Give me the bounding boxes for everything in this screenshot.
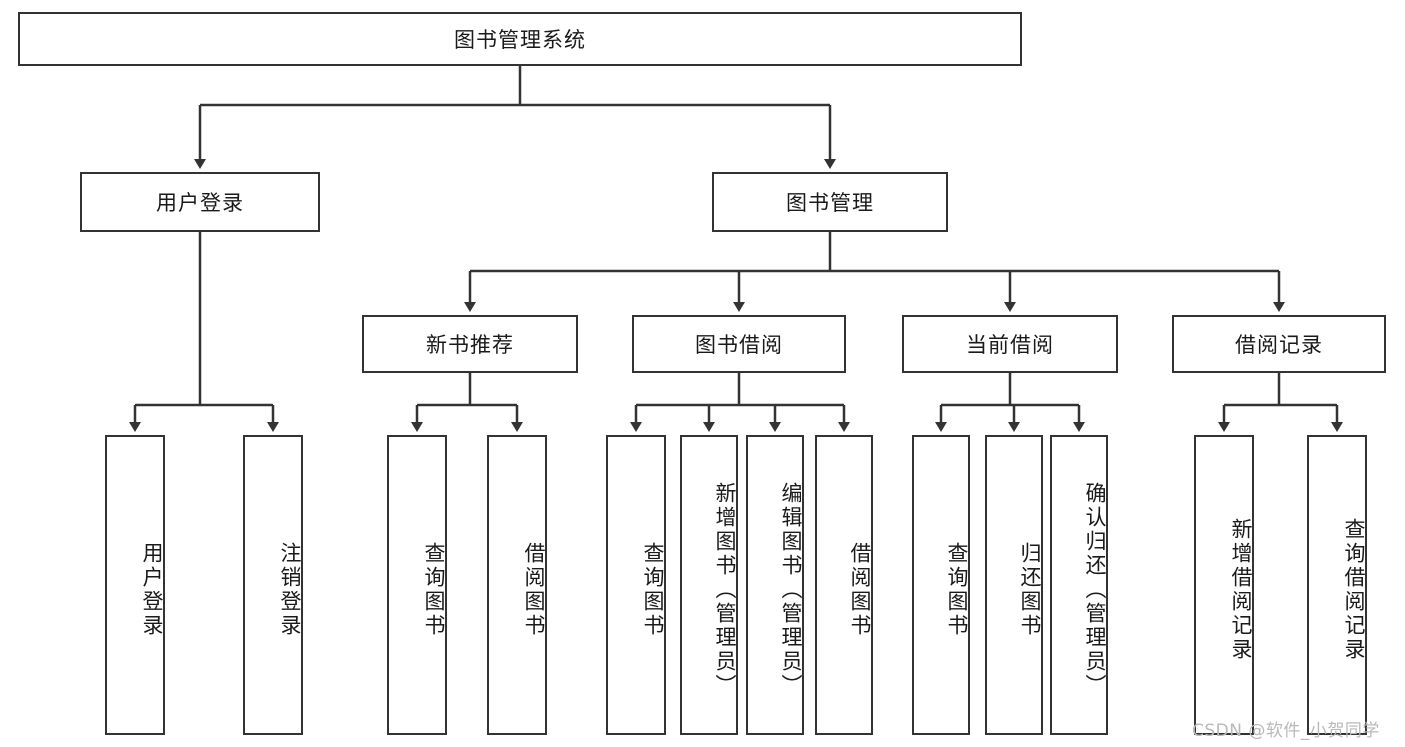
node-label: 注销登录	[278, 542, 302, 638]
node-label: 用户登录	[156, 191, 244, 215]
node-root-图书管理系统[interactable]: 图书管理系统	[18, 12, 1022, 66]
node-label: 查询图书	[641, 542, 665, 638]
node-leaf-1[interactable]: 注销登录	[243, 435, 303, 735]
node-label: 查询图书	[422, 542, 446, 638]
node-label: 确认归还（管理员）	[1083, 482, 1107, 698]
node-label: 编辑图书（管理员）	[779, 482, 803, 698]
csdn-watermark: CSDN @软件_小贺同学	[1192, 721, 1380, 741]
node-level3-1[interactable]: 图书借阅	[632, 315, 846, 373]
node-leaf-12[interactable]: 查询借阅记录	[1307, 435, 1367, 735]
node-label: 查询借阅记录	[1342, 518, 1366, 662]
node-leaf-9[interactable]: 归还图书	[985, 435, 1043, 735]
node-label: 借阅图书	[522, 542, 546, 638]
node-level2-0[interactable]: 用户登录	[80, 172, 320, 232]
node-label: 查询图书	[945, 542, 969, 638]
node-leaf-10[interactable]: 确认归还（管理员）	[1050, 435, 1108, 735]
node-label: 借阅记录	[1235, 333, 1323, 357]
node-label: 当前借阅	[966, 333, 1054, 357]
node-leaf-7[interactable]: 借阅图书	[815, 435, 873, 735]
node-label: 图书管理系统	[454, 28, 586, 52]
node-level3-2[interactable]: 当前借阅	[902, 315, 1118, 373]
node-leaf-8[interactable]: 查询图书	[912, 435, 970, 735]
node-label: 借阅图书	[848, 542, 872, 638]
node-level2-1[interactable]: 图书管理	[712, 172, 948, 232]
node-leaf-2[interactable]: 查询图书	[387, 435, 447, 735]
node-leaf-6[interactable]: 编辑图书（管理员）	[746, 435, 804, 735]
node-label: 新增借阅记录	[1229, 518, 1253, 662]
node-label: 图书借阅	[695, 333, 783, 357]
node-level3-3[interactable]: 借阅记录	[1172, 315, 1386, 373]
node-label: 用户登录	[140, 542, 164, 638]
node-leaf-3[interactable]: 借阅图书	[487, 435, 547, 735]
node-leaf-4[interactable]: 查询图书	[606, 435, 666, 735]
node-leaf-5[interactable]: 新增图书（管理员）	[680, 435, 738, 735]
node-level3-0[interactable]: 新书推荐	[362, 315, 578, 373]
node-label: 图书管理	[786, 191, 874, 215]
node-label: 新书推荐	[426, 333, 514, 357]
node-label: 归还图书	[1018, 542, 1042, 638]
node-leaf-11[interactable]: 新增借阅记录	[1194, 435, 1254, 735]
node-leaf-0[interactable]: 用户登录	[105, 435, 165, 735]
node-label: 新增图书（管理员）	[713, 482, 737, 698]
